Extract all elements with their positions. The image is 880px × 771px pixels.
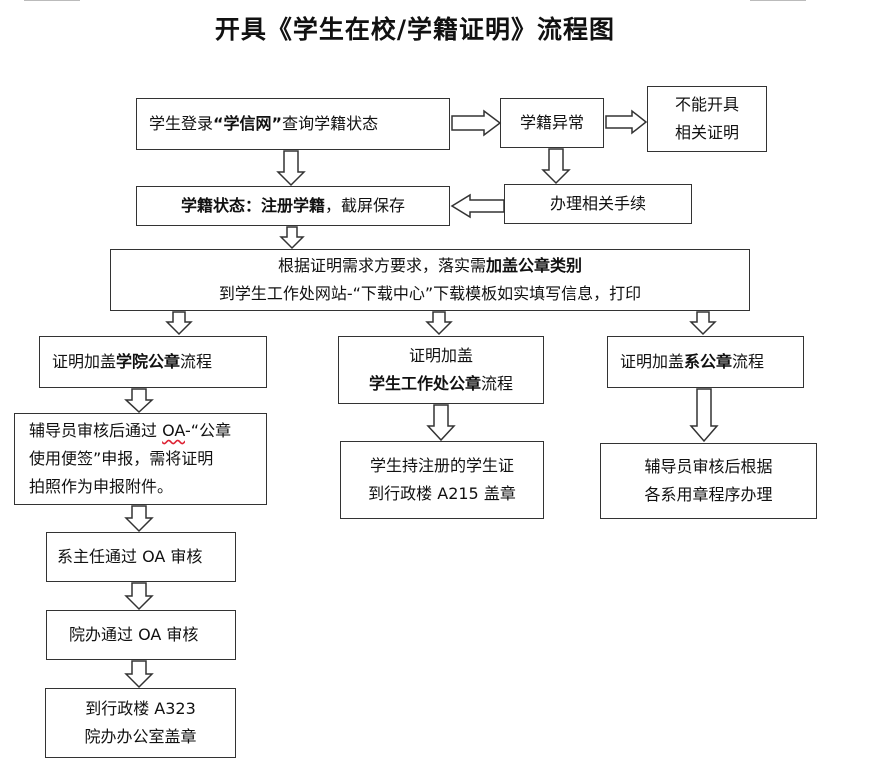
arrow-login-to-status [276, 150, 306, 187]
arrow-handle-to-status [450, 193, 505, 219]
node-handle: 办理相关手续 [504, 184, 692, 224]
page-title: 开具《学生在校/学籍证明》流程图 [214, 15, 616, 44]
arrow-dept-to-counselor-dept [689, 388, 719, 443]
node-counselor-dept: 辅导员审核后根据 各系用章程序办理 [600, 443, 817, 519]
arrow-requirement-to-student-office [425, 311, 453, 336]
arrow-student-office-to-a215 [426, 404, 456, 442]
node-college-office-oa: 院办通过 OA 审核 [46, 610, 236, 660]
arrow-college-office-to-a323 [124, 660, 154, 689]
node-admin-a323: 到行政楼 A323 院办办公室盖章 [45, 688, 236, 758]
node-dept-seal-flow: 证明加盖系公章流程 [607, 336, 804, 388]
arrow-login-to-abnormal [451, 109, 502, 137]
node-admin-a215: 学生持注册的学生证 到行政楼 A215 盖章 [340, 441, 544, 519]
node-status: 学籍状态：注册学籍，截屏保存 [136, 186, 450, 226]
node-student-office-seal-flow: 证明加盖 学生工作处公章流程 [338, 336, 544, 404]
arrow-dept-head-to-college-office [124, 582, 154, 611]
node-cannot-issue: 不能开具 相关证明 [647, 86, 767, 152]
node-abnormal: 学籍异常 [500, 98, 604, 148]
arrow-abnormal-to-handle [541, 148, 571, 185]
node-login: 学生登录“学信网”查询学籍状态 [136, 98, 450, 150]
arrow-requirement-to-college [165, 311, 193, 336]
top-edge-mark-left [24, 0, 80, 1]
node-requirement: 根据证明需求方要求，落实需加盖公章类别 到学生工作处网站-“下载中心”下载模板如… [110, 249, 750, 311]
arrow-college-to-counselor [124, 388, 154, 414]
arrow-abnormal-to-cannot [605, 109, 648, 135]
node-dept-head-oa: 系主任通过 OA 审核 [46, 532, 236, 582]
arrow-requirement-to-dept [689, 311, 717, 336]
top-edge-mark-right [750, 0, 806, 1]
node-college-seal-flow: 证明加盖学院公章流程 [39, 336, 267, 388]
node-counselor-oa: 辅导员审核后通过 OA-“公章 使用便签”申报，需将证明 拍照作为申报附件。 [14, 413, 267, 505]
arrow-status-to-requirement [279, 226, 305, 250]
arrow-counselor-to-dept-head [124, 505, 154, 533]
